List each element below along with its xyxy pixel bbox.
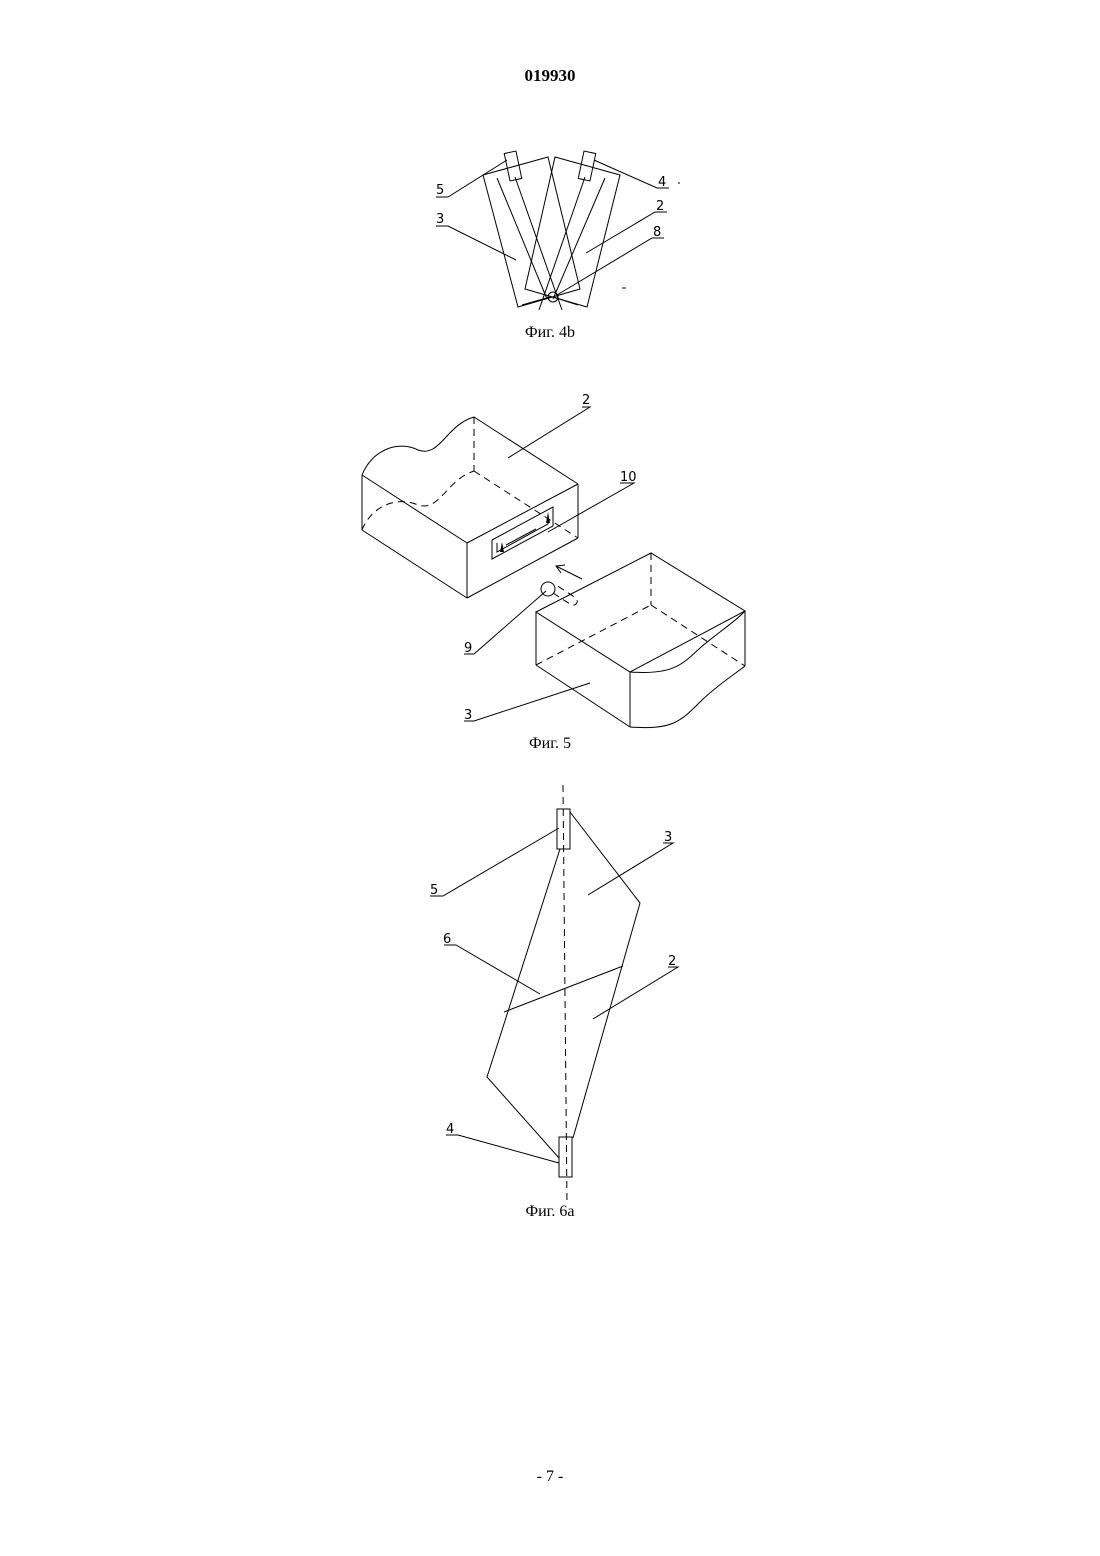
figure-5: 2 10 9 3: [362, 393, 745, 728]
direction-arrow: [556, 566, 582, 579]
label-2: 2: [582, 393, 590, 408]
label-2: 2: [656, 199, 664, 214]
leader-3: [464, 683, 590, 721]
label-4: 4: [446, 1122, 454, 1137]
label-5: 5: [436, 183, 444, 198]
divider-6: [504, 966, 623, 1012]
beam-line: [522, 297, 550, 305]
sensor-4: [559, 1137, 572, 1177]
page-number: - 7 -: [0, 1468, 1100, 1486]
block-outline-right: [570, 812, 640, 1138]
block-outline-left: [487, 849, 560, 1158]
figure-5-caption: Фиг. 5: [0, 735, 1100, 753]
slot-arrow: [506, 529, 536, 545]
beam-line: [515, 177, 562, 310]
block-3-top-outline: [536, 553, 745, 672]
label-4: 4: [658, 175, 666, 190]
label-2: 2: [668, 954, 676, 969]
block-3-hidden-edge: [536, 605, 651, 665]
label-3: 3: [464, 708, 472, 723]
block-2-edge: [362, 530, 467, 598]
figure-4b-caption: Фиг. 4b: [0, 324, 1100, 342]
slot-arrow-head: [500, 542, 504, 552]
axis-line: [563, 785, 567, 1205]
leader-2: [593, 967, 678, 1019]
leader-2: [508, 407, 590, 458]
label-3: 3: [436, 212, 444, 227]
leader-10: [548, 483, 634, 532]
label-8: 8: [653, 225, 661, 240]
leader-5: [430, 828, 559, 896]
figure-4b: 5 3 4 2 8: [436, 151, 680, 310]
block-2-top-outline: [362, 417, 578, 484]
label-6: 6: [443, 932, 451, 947]
block-2-hidden-edge: [474, 471, 578, 538]
sensor-5: [504, 151, 522, 181]
label-3: 3: [664, 830, 672, 845]
block-2-edge: [467, 484, 578, 543]
block-2-outline: [525, 157, 620, 307]
leader-9: [464, 591, 546, 654]
leader-3: [588, 843, 673, 895]
figure-6a-caption: Фиг. 6а: [0, 1203, 1100, 1221]
figure-6a: 3 5 6 2 4: [430, 785, 678, 1205]
direction-arrow-head: [556, 565, 565, 573]
beam-line: [553, 178, 605, 299]
label-10: 10: [620, 470, 637, 485]
block-2-hidden-edge: [362, 471, 474, 530]
pin-hidden: [553, 585, 577, 605]
leader-6: [444, 945, 540, 994]
label-5: 5: [430, 883, 438, 898]
label-9: 9: [464, 641, 472, 656]
leader-5: [436, 160, 507, 197]
leader-8: [557, 238, 664, 295]
block-3-curved-edge: [630, 666, 745, 728]
